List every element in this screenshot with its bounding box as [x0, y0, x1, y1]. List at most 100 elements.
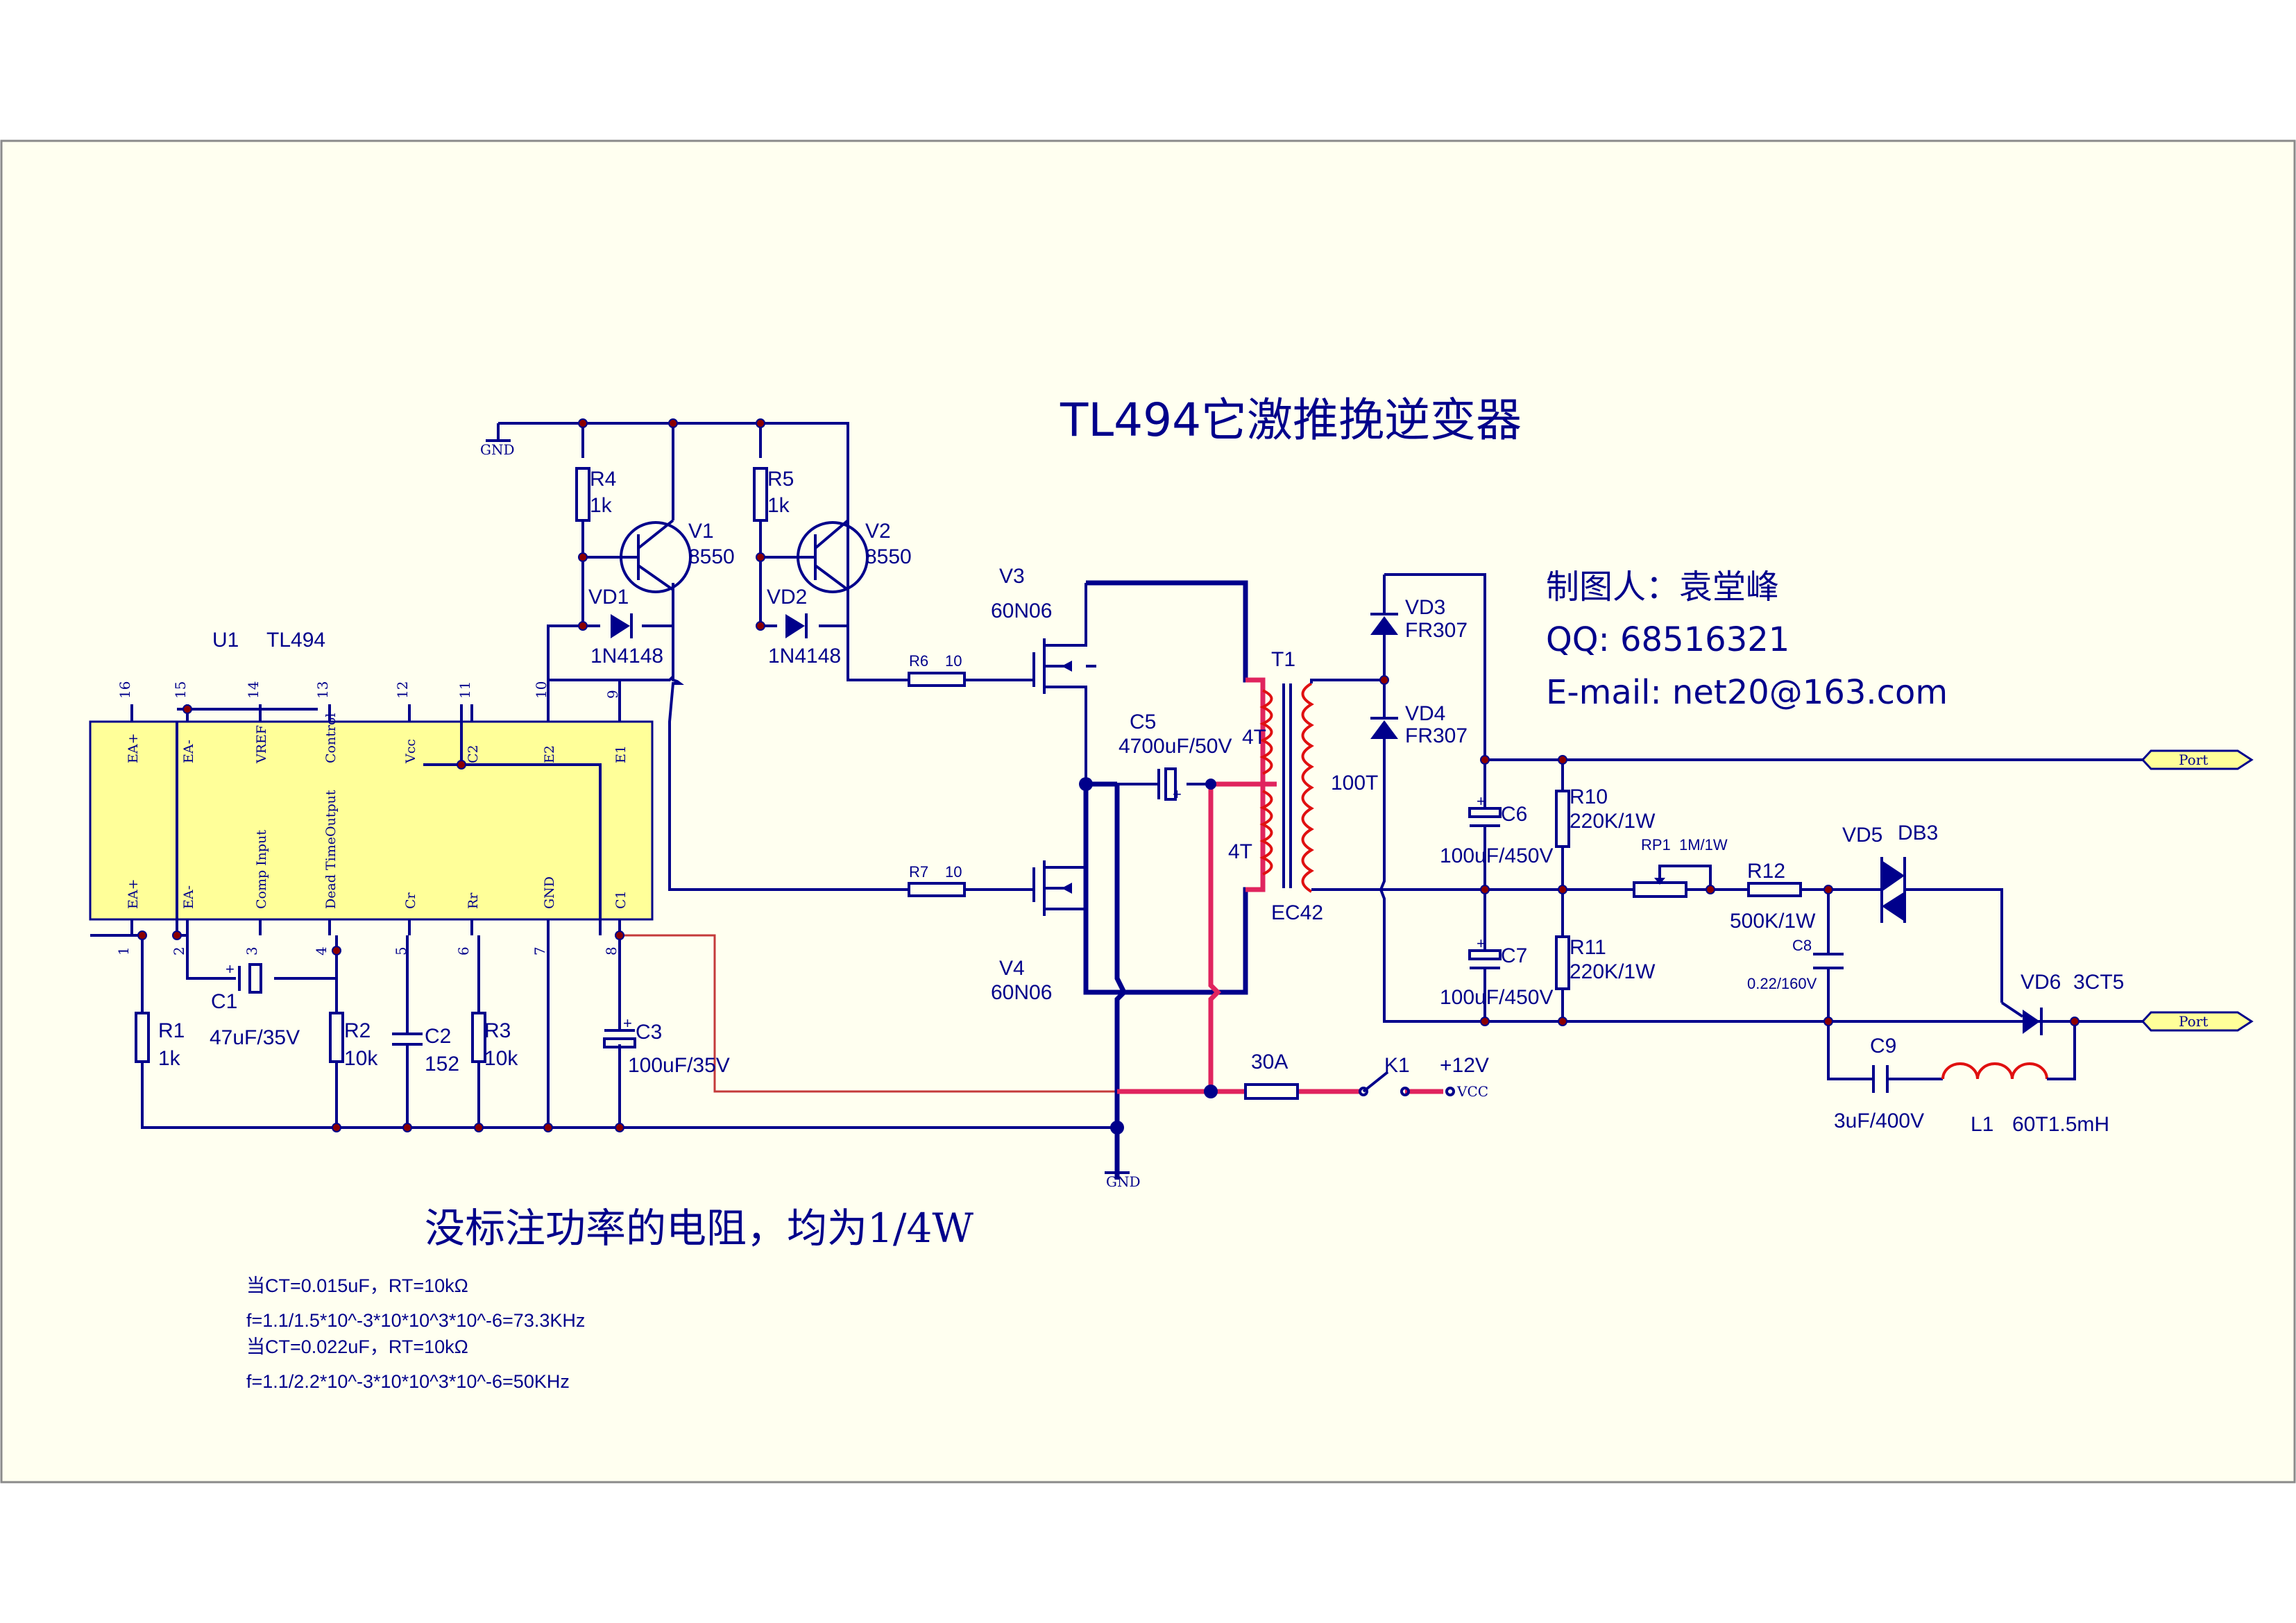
r12-ref: R12 — [1747, 860, 1785, 883]
ic-bottom-pin-name: C1 — [613, 890, 629, 909]
v3-value: 60N06 — [991, 600, 1052, 622]
v3-ref: V3 — [999, 565, 1025, 588]
resistor-power-note: 没标注功率的电阻，均为1/4W — [425, 1205, 973, 1252]
svg-text:+: + — [623, 1014, 632, 1032]
schematic-title: TL494它激推挽逆变器 — [1060, 393, 1522, 447]
port-top: Port — [2141, 749, 2254, 770]
ic-bottom-pin-number: 6 — [455, 946, 472, 955]
capacitor-c9 — [1872, 1065, 1889, 1093]
c7-value: 100uF/450V — [1440, 986, 1553, 1009]
fuse-value: 30A — [1251, 1051, 1288, 1073]
diode-vd3 — [1370, 613, 1398, 635]
vd1-ref: VD1 — [588, 586, 629, 609]
r11-value: 220K/1W — [1570, 960, 1656, 983]
rp1-value: 1M/1W — [1679, 836, 1728, 853]
c5-ref: C5 — [1130, 711, 1156, 733]
c1-ref: C1 — [211, 990, 237, 1013]
resistor-r1 — [135, 1012, 150, 1063]
t1-primary-lower: 4T — [1228, 840, 1252, 863]
ic-bottom-pin-number: 4 — [313, 946, 330, 955]
tl494-ic: U1 TL494 — [89, 629, 654, 935]
ic-top-pin-name: EA- — [181, 740, 196, 763]
r4-value: 1k — [590, 494, 613, 517]
c5-value: 4700uF/50V — [1119, 735, 1232, 758]
ic-part: TL494 — [266, 629, 325, 652]
r6-value: 10 — [945, 652, 962, 670]
c3-value: 100uF/35V — [628, 1054, 730, 1077]
capacitor-c8 — [1813, 953, 1844, 969]
ic-top-pin-number: 16 — [117, 681, 133, 699]
vd6-ref: VD6 — [2021, 971, 2061, 994]
switch-k1[interactable] — [1359, 1071, 1410, 1096]
ic-top-pin-number: 14 — [245, 681, 262, 699]
diode-vd4 — [1370, 717, 1398, 739]
ic-top-pin-name: EA+ — [126, 733, 141, 763]
fuse — [1244, 1083, 1299, 1100]
transistor-v2 — [797, 519, 869, 593]
ic-bottom-pin-name: Comp Input — [254, 830, 269, 909]
ic-top-pin-name: Vcc — [403, 739, 418, 764]
formula-4: f=1.1/2.2*10^-3*10*10^3*10^-6=50KHz — [246, 1371, 570, 1392]
r4-ref: R4 — [590, 468, 616, 491]
l1-ref: L1 — [1971, 1113, 1993, 1136]
r1-ref: R1 — [158, 1019, 185, 1042]
c9-ref: C9 — [1870, 1035, 1896, 1057]
ic-bottom-pin-name: EA+ — [126, 878, 141, 909]
vd5-value: DB3 — [1898, 822, 1938, 844]
v1-ref: V1 — [688, 520, 714, 543]
vd1-value: 1N4148 — [590, 645, 663, 668]
r3-value: 10k — [484, 1047, 518, 1070]
svg-text:Port: Port — [2179, 1013, 2208, 1030]
resistor-r11 — [1555, 935, 1570, 990]
c8-value: 0.22/160V — [1747, 975, 1817, 992]
t1-ref: T1 — [1271, 648, 1295, 671]
resistor-r10 — [1555, 790, 1570, 848]
c1-value: 47uF/35V — [210, 1026, 300, 1049]
ic-bottom-pin-name: Dead TimeOutput — [323, 790, 339, 909]
resistor-r2 — [329, 1012, 344, 1063]
r3-ref: R3 — [484, 1019, 511, 1042]
l1-value: 60T1.5mH — [2012, 1113, 2109, 1136]
r2-ref: R2 — [344, 1019, 371, 1042]
ic-top-pin-name: E1 — [613, 745, 629, 763]
qq-line: QQ: 68516321 — [1546, 620, 1789, 659]
thyristor-vd6 — [2000, 1001, 2043, 1035]
svg-text:+: + — [226, 960, 235, 978]
ic-bottom-pin-number: 8 — [603, 946, 620, 955]
r7-value: 10 — [945, 863, 962, 881]
c6-ref: C6 — [1501, 803, 1527, 826]
capacitor-c2 — [392, 1033, 423, 1046]
r10-value: 220K/1W — [1570, 810, 1656, 833]
r12-value: 500K/1W — [1730, 910, 1816, 933]
vd2-value: 1N4148 — [768, 645, 841, 668]
ic-bottom-pin-number: 5 — [393, 946, 409, 955]
vd3-ref: VD3 — [1405, 596, 1445, 619]
ic-top-pin-number: 13 — [314, 681, 331, 699]
transistor-v1 — [620, 519, 692, 593]
svg-text:+: + — [1477, 792, 1486, 810]
ic-bottom-pin-name: EA- — [181, 885, 196, 909]
ic-ref: U1 — [212, 629, 239, 652]
formula-2: f=1.1/1.5*10^-3*10*10^3*10^-6=73.3KHz — [246, 1310, 585, 1331]
svg-text:+: + — [1477, 935, 1486, 952]
c6-value: 100uF/450V — [1440, 844, 1553, 867]
k1-supply: +12V — [1440, 1054, 1489, 1077]
gnd-symbol-bottom: GND — [1105, 1128, 1141, 1190]
port-bottom: Port — [2141, 1011, 2254, 1032]
ic-top-pin-name: VREF — [254, 725, 269, 764]
k1-ref: K1 — [1384, 1054, 1410, 1077]
inductor-l1 — [1941, 1062, 2048, 1080]
ic-bottom-pin-number: 7 — [532, 946, 548, 955]
transformer-t1 — [1245, 677, 1384, 893]
vd6-value: 3CT5 — [2073, 971, 2124, 994]
v1-value: 8550 — [688, 545, 735, 568]
c9-value: 3uF/400V — [1834, 1110, 1924, 1132]
svg-text:Port: Port — [2179, 751, 2208, 768]
r6-ref: R6 — [909, 652, 928, 670]
formula-1: 当CT=0.015uF，RT=10kΩ — [246, 1275, 468, 1296]
gnd-symbol-top: GND — [480, 423, 515, 458]
capacitor-c5: + — [1157, 767, 1182, 803]
svg-text:GND: GND — [480, 441, 515, 458]
mosfet-v3 — [1032, 583, 1096, 784]
ic-top-pin-number: 15 — [172, 681, 189, 699]
